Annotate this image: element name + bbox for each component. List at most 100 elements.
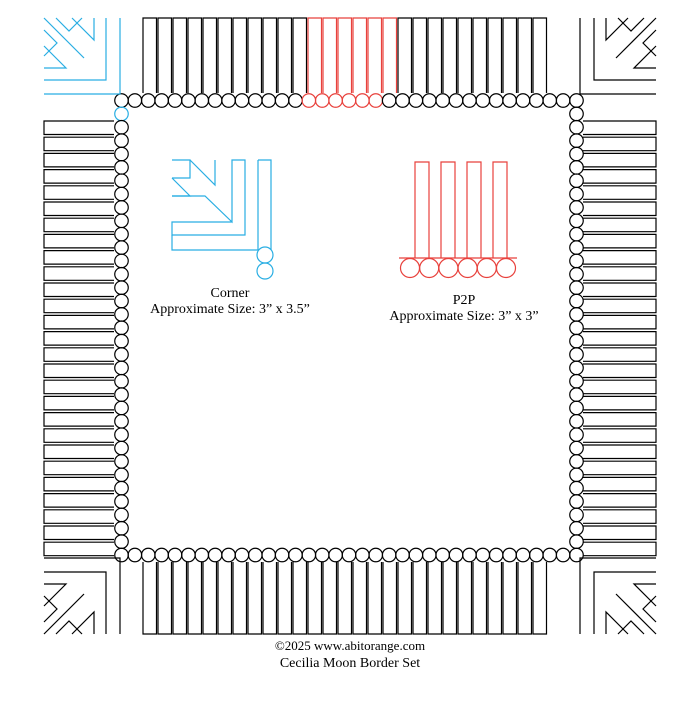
corner-stroke [71, 17, 95, 42]
finger [337, 562, 353, 635]
finger [412, 17, 428, 93]
pearl [114, 507, 129, 523]
pearl-p2p [341, 93, 357, 108]
pearl [207, 547, 223, 563]
corner-sample-stroke [189, 159, 216, 187]
pearl [114, 520, 129, 536]
pearl [569, 507, 584, 523]
pearl [488, 93, 504, 108]
finger-p2p [337, 17, 353, 93]
finger [142, 17, 158, 93]
pearl [221, 547, 236, 563]
finger [532, 17, 548, 93]
finger [502, 17, 518, 93]
pearl [114, 146, 129, 162]
corner-stroke [632, 45, 657, 69]
pearl-p2p [314, 93, 330, 108]
finger [442, 17, 458, 93]
pearl [528, 93, 544, 108]
finger [487, 17, 503, 93]
pearl [114, 240, 129, 255]
finger [502, 562, 518, 635]
finger [583, 363, 657, 379]
pearl [114, 440, 129, 456]
p2p-sample-pearl [399, 257, 421, 279]
corner-stroke [43, 593, 85, 635]
finger [583, 233, 657, 249]
pearl [569, 547, 584, 563]
pearl [247, 547, 263, 563]
finger [43, 314, 114, 330]
corner-sample-stroke [258, 159, 272, 250]
finger-p2p [322, 17, 338, 93]
finger [277, 562, 293, 635]
corner-sample-stroke [172, 159, 191, 179]
finger-border [43, 17, 657, 635]
finger [142, 562, 158, 635]
finger [382, 562, 398, 635]
pearl [569, 106, 584, 122]
corner-stroke [44, 557, 121, 634]
pearl [221, 93, 236, 108]
finger [583, 185, 657, 200]
pearl [569, 226, 584, 242]
set-title: Cecilia Moon Border Set [279, 656, 421, 671]
finger [172, 17, 188, 93]
finger-p2p [367, 17, 383, 93]
corner-stroke [617, 620, 645, 635]
pearl [488, 547, 504, 563]
finger [583, 169, 657, 184]
pearl [569, 520, 584, 536]
p2p-sample-finger [466, 161, 482, 258]
finger [43, 379, 114, 395]
pearl [555, 93, 571, 108]
corner-sample [171, 159, 274, 280]
pearl [181, 547, 196, 563]
finger [397, 562, 413, 635]
pearl [114, 360, 129, 376]
p2p-sample-pearl [457, 257, 478, 279]
pearl-p2p [355, 93, 370, 108]
finger [352, 562, 368, 635]
pearl [408, 93, 424, 108]
pearl [421, 93, 437, 108]
finger-p2p [352, 17, 368, 93]
pearl [114, 186, 129, 202]
corner-stroke [615, 17, 657, 59]
pearl [569, 413, 584, 429]
pearl [515, 547, 531, 563]
corner-sample-pearl [256, 246, 274, 264]
pearl [288, 547, 303, 563]
p2p-caption: P2P Approximate Size: 3” x 3” [354, 293, 574, 325]
p2p-size: Approximate Size: 3” x 3” [389, 309, 539, 324]
finger [397, 17, 413, 93]
pearl [127, 547, 143, 563]
finger [43, 541, 114, 557]
finger [43, 331, 114, 346]
finger [583, 509, 657, 524]
pearl [435, 547, 451, 563]
pearl [114, 133, 129, 148]
corner-stroke [71, 610, 95, 635]
finger [187, 17, 203, 93]
pearl [368, 547, 384, 563]
pearl [114, 427, 129, 443]
pearl [261, 547, 277, 563]
finger [583, 282, 657, 298]
finger [262, 17, 278, 93]
finger [43, 136, 114, 152]
finger [43, 347, 114, 362]
p2p-sample-pearl [419, 257, 440, 279]
pearl [569, 347, 584, 362]
pearl [247, 93, 263, 108]
finger [292, 562, 308, 635]
finger [367, 562, 383, 635]
finger [583, 152, 657, 168]
finger [322, 562, 338, 635]
finger [43, 395, 114, 411]
pearl [569, 93, 584, 108]
pearl [569, 360, 584, 376]
corner-stroke [43, 45, 68, 69]
pearl [114, 534, 129, 549]
